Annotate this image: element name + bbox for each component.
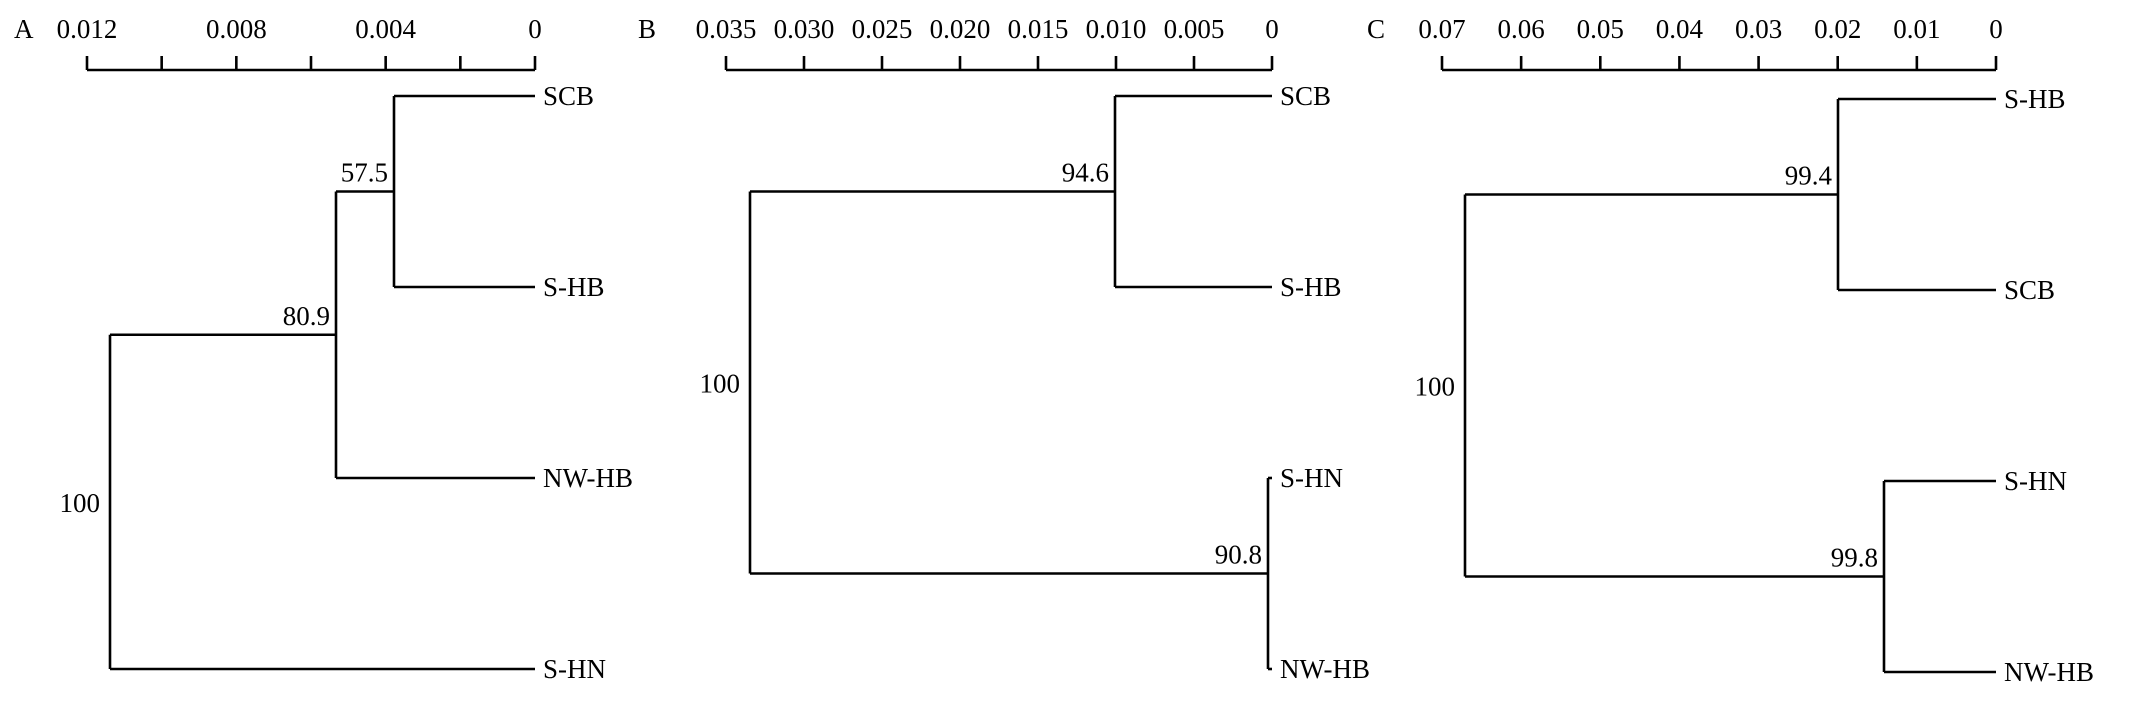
- scale-tick-label: 0.05: [1577, 14, 1624, 44]
- leaf-label-s-hb: S-HB: [1280, 272, 1342, 302]
- scale-tick-label: 0.035: [696, 14, 757, 44]
- leaf-label-scb: SCB: [543, 81, 594, 111]
- scale-tick-label: 0.06: [1498, 14, 1545, 44]
- bootstrap-support-label: 100: [700, 369, 741, 399]
- panel-letter: B: [638, 14, 656, 44]
- scale-tick-label: 0: [1989, 14, 2003, 44]
- leaf-label-nw-hb: NW-HB: [1280, 654, 1370, 684]
- scale-tick-label: 0.004: [355, 14, 416, 44]
- scale-tick-label: 0.020: [930, 14, 991, 44]
- scale-tick-label: 0.01: [1893, 14, 1940, 44]
- bootstrap-support-label: 80.9: [283, 301, 330, 331]
- scale-tick-label: 0.03: [1735, 14, 1782, 44]
- bootstrap-support-label: 99.4: [1785, 161, 1833, 191]
- scale-tick-label: 0.030: [774, 14, 835, 44]
- bootstrap-support-label: 100: [1415, 372, 1456, 402]
- bootstrap-support-label: 99.8: [1831, 543, 1878, 573]
- leaf-label-s-hn: S-HN: [1280, 463, 1343, 493]
- leaf-label-s-hn: S-HN: [2004, 466, 2067, 496]
- leaf-label-s-hn: S-HN: [543, 654, 606, 684]
- panel-b: B 0.035 0.030 0.025 0.020 0.015 0.010 0.005 0SCB…: [638, 14, 1370, 684]
- scale-tick-label: 0.025: [852, 14, 913, 44]
- leaf-label-nw-hb: NW-HB: [2004, 657, 2094, 687]
- scale-tick-label: 0.07: [1418, 14, 1465, 44]
- scale-tick-label: 0.005: [1164, 14, 1225, 44]
- bootstrap-support-label: 57.5: [341, 158, 388, 188]
- scale-tick-label: 0.02: [1814, 14, 1861, 44]
- scale-tick-label: 0.010: [1086, 14, 1147, 44]
- scale-tick-label: 0.012: [57, 14, 118, 44]
- scale-tick-label: 0: [1265, 14, 1279, 44]
- leaf-label-scb: SCB: [1280, 81, 1331, 111]
- leaf-label-scb: SCB: [2004, 275, 2055, 305]
- scale-tick-label: 0.015: [1008, 14, 1069, 44]
- bootstrap-support-label: 100: [60, 488, 101, 518]
- panel-letter: A: [14, 14, 34, 44]
- leaf-label-s-hb: S-HB: [543, 272, 605, 302]
- bootstrap-support-label: 90.8: [1215, 540, 1262, 570]
- bootstrap-support-label: 94.6: [1062, 158, 1109, 188]
- panel-c: C 0.07 0.06 0.05 0.04 0.03 0.02 0.01 0S-HB SCB 99.…: [1367, 14, 2094, 687]
- leaf-label-nw-hb: NW-HB: [543, 463, 633, 493]
- panel-letter: C: [1367, 14, 1385, 44]
- scale-tick-label: 0.04: [1656, 14, 1704, 44]
- scale-tick-label: 0: [528, 14, 542, 44]
- scale-tick-label: 0.008: [206, 14, 267, 44]
- leaf-label-s-hb: S-HB: [2004, 84, 2066, 114]
